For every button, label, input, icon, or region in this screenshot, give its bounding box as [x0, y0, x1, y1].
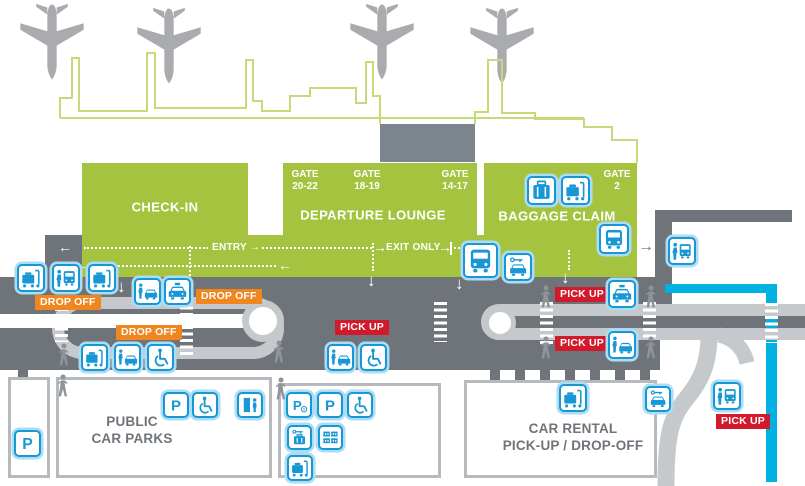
- pick-up-label: PICK UP: [555, 336, 609, 351]
- passenger-car-icon: [114, 344, 141, 371]
- luggage-trolley-icon: [287, 455, 313, 481]
- arrow-right-icon: →: [438, 239, 452, 255]
- drop-off-label: DROP OFF: [35, 295, 101, 310]
- entry-label: ENTRY →: [212, 242, 261, 253]
- svg-text:P: P: [325, 397, 335, 414]
- bus-route-road: [766, 284, 777, 482]
- pick-up-label: PICK UP: [335, 320, 389, 335]
- drop-off-label: DROP OFF: [116, 325, 182, 340]
- arrow-right-icon: →: [638, 238, 654, 255]
- bus-stop-icon: [668, 237, 696, 265]
- down-arrow-icon: ↓: [367, 271, 376, 290]
- pick-up-turnaround: [484, 307, 516, 339]
- car-rental-access-road: [657, 327, 755, 486]
- elevator-icon: [237, 392, 263, 418]
- pick-up-label: PICK UP: [716, 414, 770, 429]
- car-rental-label: CAR RENTAL PICK-UP / DROP-OFF: [502, 421, 644, 453]
- parking-info-icon: P: [286, 392, 312, 418]
- svg-text:P: P: [171, 397, 181, 414]
- baggage-claim-label: BAGGAGE CLAIM: [498, 208, 616, 224]
- crosswalk: [55, 308, 68, 342]
- baggage-claim-icon: [527, 176, 556, 205]
- gate-pier-block: [380, 124, 475, 162]
- flow-dotted-line: [84, 247, 208, 249]
- crosswalk: [540, 302, 553, 344]
- departure-lounge-building: [283, 163, 477, 245]
- car-park-strip: [8, 377, 50, 478]
- drop-off-label: DROP OFF: [196, 289, 262, 304]
- luggage-trolley-icon: [81, 344, 108, 371]
- down-arrow-icon: ↓: [455, 274, 464, 293]
- pedestrian-icon: [644, 285, 657, 313]
- departure-lounge-label: DEPARTURE LOUNGE: [300, 207, 446, 223]
- pick-up-label: PICK UP: [555, 287, 609, 302]
- taxi-icon: [164, 278, 191, 305]
- flow-dotted-line: [372, 243, 374, 271]
- flow-dotted-line: [90, 265, 276, 267]
- crosswalk: [643, 302, 656, 338]
- flow-gate-tick: [450, 242, 452, 255]
- arrow-right-icon: →: [249, 242, 261, 253]
- exit-only-label: EXIT ONLY: [386, 242, 441, 253]
- crosswalk: [180, 300, 193, 358]
- parking-icon: P: [14, 430, 41, 457]
- public-car-parks-label: PUBLIC CAR PARKS: [91, 414, 173, 446]
- pedestrian-icon: [539, 336, 552, 364]
- drop-off-turnaround: [242, 300, 284, 342]
- accessible-icon: [360, 344, 387, 371]
- accessible-icon: [347, 392, 373, 418]
- passenger-car-icon: [608, 331, 636, 359]
- bus-stop-icon: [713, 382, 741, 410]
- flow-dotted-line: [568, 250, 570, 270]
- flow-dotted-line: [189, 246, 191, 284]
- arrow-right-icon: →: [373, 239, 387, 255]
- luggage-trolley-icon: [561, 176, 590, 205]
- crosswalk: [765, 303, 778, 343]
- apron-outline: [59, 52, 638, 163]
- pedestrian-icon: [539, 285, 552, 313]
- pedestrian-icon: [57, 343, 70, 371]
- luggage-lockers-icon: [318, 425, 343, 450]
- luggage-trolley-icon: [559, 384, 587, 412]
- bus-icon: [599, 224, 629, 254]
- accessible-icon: [192, 392, 218, 418]
- crosswalk: [434, 302, 447, 342]
- bus-route-road: [665, 284, 776, 293]
- pedestrian-icon: [272, 340, 285, 368]
- bus-stop-icon: [52, 264, 80, 292]
- parking-icon: P: [317, 392, 343, 418]
- svg-text:P: P: [22, 436, 33, 453]
- luggage-trolley-icon: [88, 264, 116, 292]
- pedestrian-icon: [56, 374, 69, 402]
- luggage-trolley-icon: [17, 264, 45, 292]
- car-rental-icon: [645, 386, 671, 412]
- taxi-icon: [608, 280, 636, 308]
- passenger-car-icon: [134, 278, 161, 305]
- road-top-right: [655, 210, 792, 222]
- flow-dotted-line: [262, 247, 372, 249]
- check-in-label: CHECK-IN: [131, 199, 199, 215]
- bus-icon: [463, 243, 498, 278]
- parking-icon: P: [163, 392, 189, 418]
- flow-dotted-line: [454, 247, 464, 249]
- arrow-left-icon: ←: [58, 239, 72, 255]
- pedestrian-icon: [644, 336, 657, 364]
- down-arrow-icon: ↓: [117, 277, 126, 296]
- passenger-car-icon: [327, 344, 354, 371]
- left-luggage-icon: [287, 425, 312, 450]
- svg-text:P: P: [293, 398, 302, 413]
- arrow-left-icon: ←: [278, 257, 292, 273]
- pedestrian-icon: [274, 377, 287, 405]
- accessible-icon: [147, 344, 174, 371]
- down-arrow-icon: ↓: [561, 268, 570, 287]
- terminal-concourse: [82, 235, 630, 277]
- car-rental-icon: [504, 253, 532, 281]
